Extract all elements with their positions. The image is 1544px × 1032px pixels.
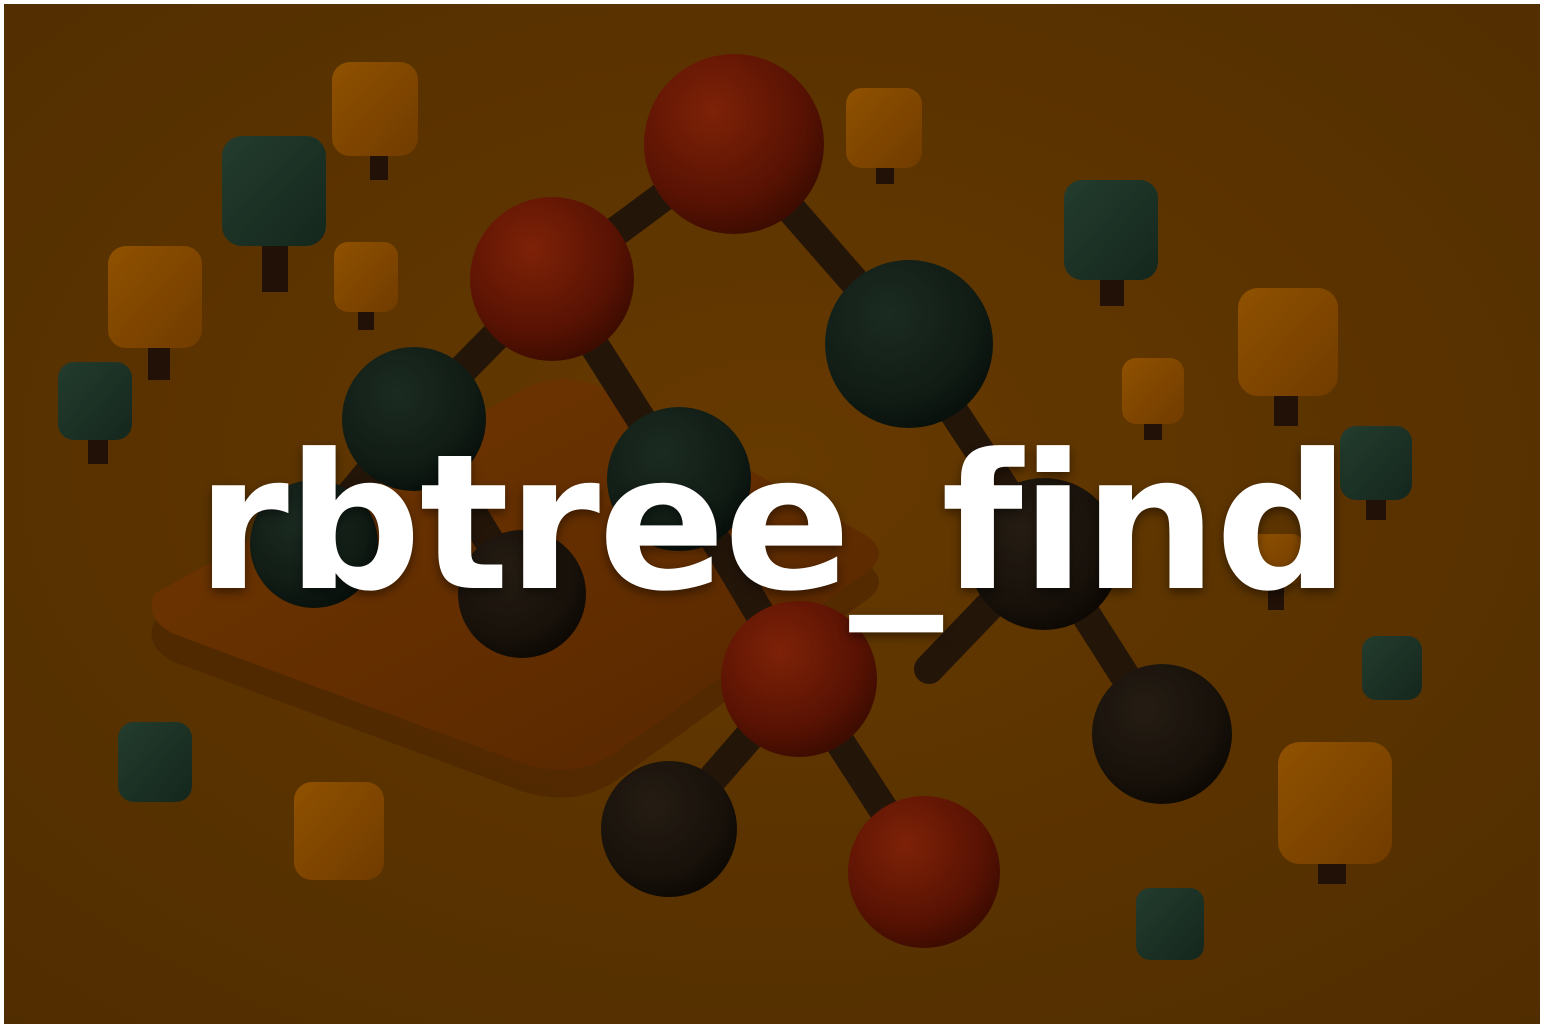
tree-nodes: [250, 54, 1232, 948]
green-cube: [118, 722, 192, 802]
orange-cube: [332, 62, 418, 180]
red-node: [721, 601, 877, 757]
green-cube: [1136, 888, 1204, 960]
page-title: rbtree_find: [196, 414, 1350, 633]
red-node: [848, 796, 1000, 948]
green-cube: [1340, 426, 1412, 520]
orange-cube: [1122, 358, 1184, 440]
orange-cube: [1278, 742, 1392, 884]
green-cube: [1362, 636, 1422, 700]
green-node: [250, 480, 378, 608]
green-node: [607, 407, 751, 551]
green-cube: [222, 136, 326, 292]
orange-cube: [108, 246, 202, 380]
black-node: [1092, 664, 1232, 804]
orange-cube: [1248, 534, 1304, 610]
black-node: [458, 530, 586, 658]
hero-image: rbtree_find: [4, 4, 1540, 1024]
orange-cube: [334, 242, 398, 330]
green-cube: [1064, 180, 1158, 306]
tree-illustration: [4, 4, 1540, 1024]
dim-overlay: [4, 4, 1540, 1024]
cube-trees: [58, 62, 1422, 960]
red-node: [470, 197, 634, 361]
red-node: [644, 54, 824, 234]
black-node: [601, 761, 737, 897]
green-cube: [58, 362, 132, 464]
black-node: [968, 478, 1120, 630]
orange-cube: [1238, 288, 1338, 426]
green-node: [342, 347, 486, 491]
orange-cube: [846, 88, 922, 184]
orange-cube: [294, 782, 384, 880]
green-node: [825, 260, 993, 428]
